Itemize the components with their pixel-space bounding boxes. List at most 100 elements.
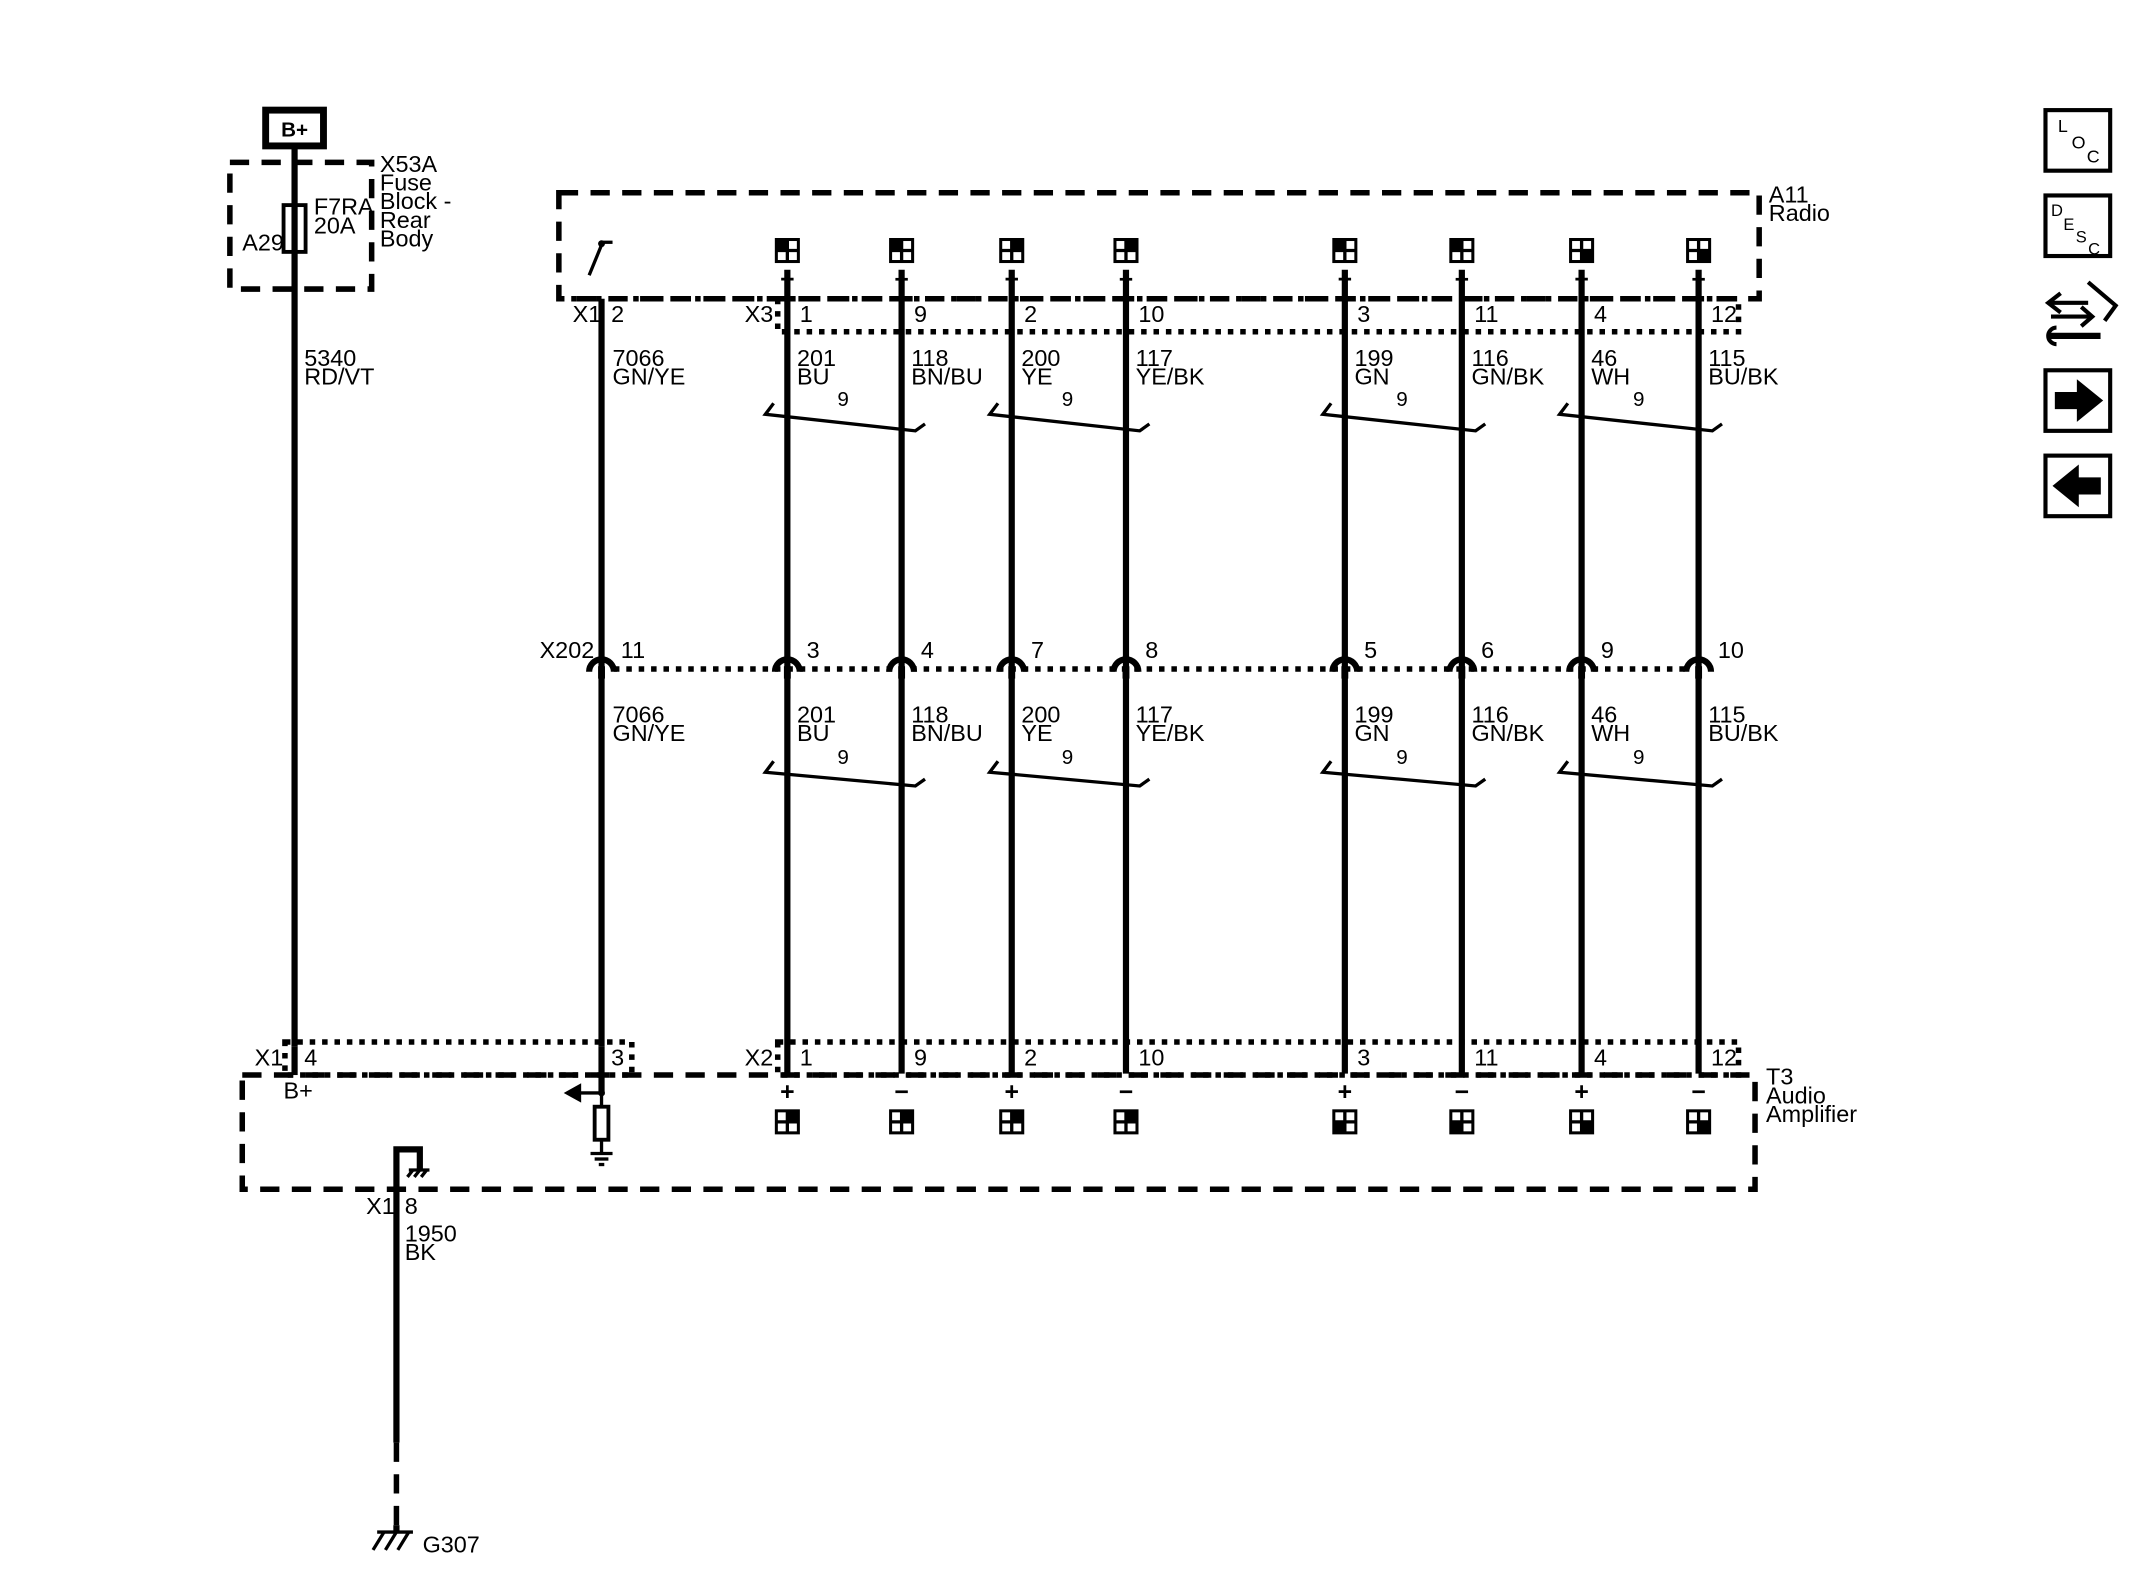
desc-letter: C [2088,241,2100,259]
x202-terminal-pin [1458,666,1466,679]
connector-fill [1333,1121,1345,1133]
x202-terminal-pin [1695,666,1703,679]
repair-wrench-jaw [2046,325,2057,347]
loc-letter: L [2058,116,2068,136]
x202-pin-number: 6 [1481,637,1494,663]
speaker-wire-label: GN/BK [1471,720,1544,746]
radio-pin-polarity: − [1691,267,1705,294]
radio-pin-number: 12 [1711,301,1737,327]
speaker-wire-label: 46 [1591,702,1617,728]
speaker-wire-label: 200 [1021,702,1060,728]
connector-fill [787,1110,799,1122]
twisted-pair-marker: 9 [986,746,1151,788]
twist-line [1556,402,1723,433]
twist-line [762,402,926,433]
speaker-wire-label: 201 [797,345,836,371]
desc-letter: S [2076,228,2087,246]
twisted-pair-marker: 9 [762,746,926,788]
speaker-wire-label: 115 [1708,345,1745,371]
speaker-connector-icon [1449,1109,1475,1135]
amplifier-pin-polarity: − [1455,1079,1469,1106]
amplifier-pin-polarity: − [894,1079,908,1106]
speaker-wire-label: 199 [1354,345,1393,371]
speaker-connector-icon [1686,1109,1712,1135]
speaker-wire-label: GN [1354,364,1389,390]
speaker-wire-label: 117 [1136,702,1173,728]
x202-terminal-pin [1008,666,1016,679]
connector-repair-icon[interactable] [2044,280,2119,347]
connector-fill [901,1110,913,1122]
twist-line [1556,760,1723,788]
connector-fill [1450,239,1462,251]
fuse-label: 20A [314,212,356,238]
speaker-wire-label: YE/BK [1136,364,1205,390]
loc-letter: C [2087,146,2100,166]
radio-pin-number: 4 [1594,301,1607,327]
speaker-wire-label: BU [797,720,829,746]
amplifier-x1-connector [282,1039,635,1078]
radio-x3-connector [774,295,1742,335]
fuse-terminal-label: A29 [242,230,284,256]
speaker-connector-icon [1569,237,1595,264]
amplifier-pin-number: 2 [1024,1044,1037,1070]
power-wire-label: RD/VT [304,364,374,390]
signal-input-arrow [563,1083,582,1103]
x202-terminal-pin [783,666,791,679]
speaker-wire-label: 199 [1354,702,1393,728]
speaker-connector-icon [1113,237,1139,264]
twist-line [1319,402,1487,433]
repair-plug-outline [2086,280,2119,322]
x202-pin-number: 7 [1031,637,1044,663]
twist-count: 9 [1062,388,1073,411]
radio-pin-polarity: + [780,267,794,294]
amplifier-signal-pin: 3 [611,1044,624,1070]
fuse-block-name: Block - [380,188,452,214]
twist-count: 9 [837,388,848,411]
next-arrow-shape [2054,379,2104,422]
amplifier-pin-number: 1 [800,1044,813,1070]
x202-terminal-pin [1578,666,1586,679]
speaker-connector-icon [1686,237,1712,264]
twist-count: 9 [1633,388,1644,411]
twist-count: 9 [1062,746,1073,769]
ground-symbol-hatch [371,1531,411,1551]
radio-pin-number: 2 [1024,301,1037,327]
connector-fill [1581,250,1593,262]
speaker-wire-label: BU/BK [1708,720,1779,746]
amplifier-pin-number: 9 [914,1044,927,1070]
twist-line [762,760,926,788]
radio-pin-polarity: − [1455,267,1469,294]
desc-letter: D [2051,202,2063,220]
amplifier-name: Audio [1766,1082,1826,1108]
loc-letter: O [2072,133,2086,153]
radio-x3-label: X3 [745,301,774,327]
speaker-wire-label: GN [1354,720,1389,746]
radio-pin-number: 1 [800,301,813,327]
signal-input-resistor [592,1104,611,1142]
fuse-block-name: Body [380,225,434,251]
fuse-block-name: Rear [380,207,431,233]
x202-terminal-arc [1446,656,1478,673]
previous-arrow-icon[interactable] [2043,453,2113,519]
speaker-wire-label: BN/BU [911,364,983,390]
amplifier-name: Amplifier [1766,1101,1857,1127]
speaker-wire-label: 46 [1591,345,1617,371]
connector-fill [1450,1121,1462,1133]
twisted-pair-marker: 9 [1556,746,1723,788]
amplifier-pin-polarity: + [1004,1079,1018,1106]
ground-wire-label: BK [405,1239,437,1265]
loc-icon[interactable]: LOC [2043,108,2113,173]
speaker-connector-icon [774,237,800,264]
amplifier-pin-number: 12 [1711,1044,1737,1070]
next-arrow-icon[interactable] [2043,368,2113,433]
twist-count: 9 [1396,388,1407,411]
x202-terminal-pin [898,666,906,679]
